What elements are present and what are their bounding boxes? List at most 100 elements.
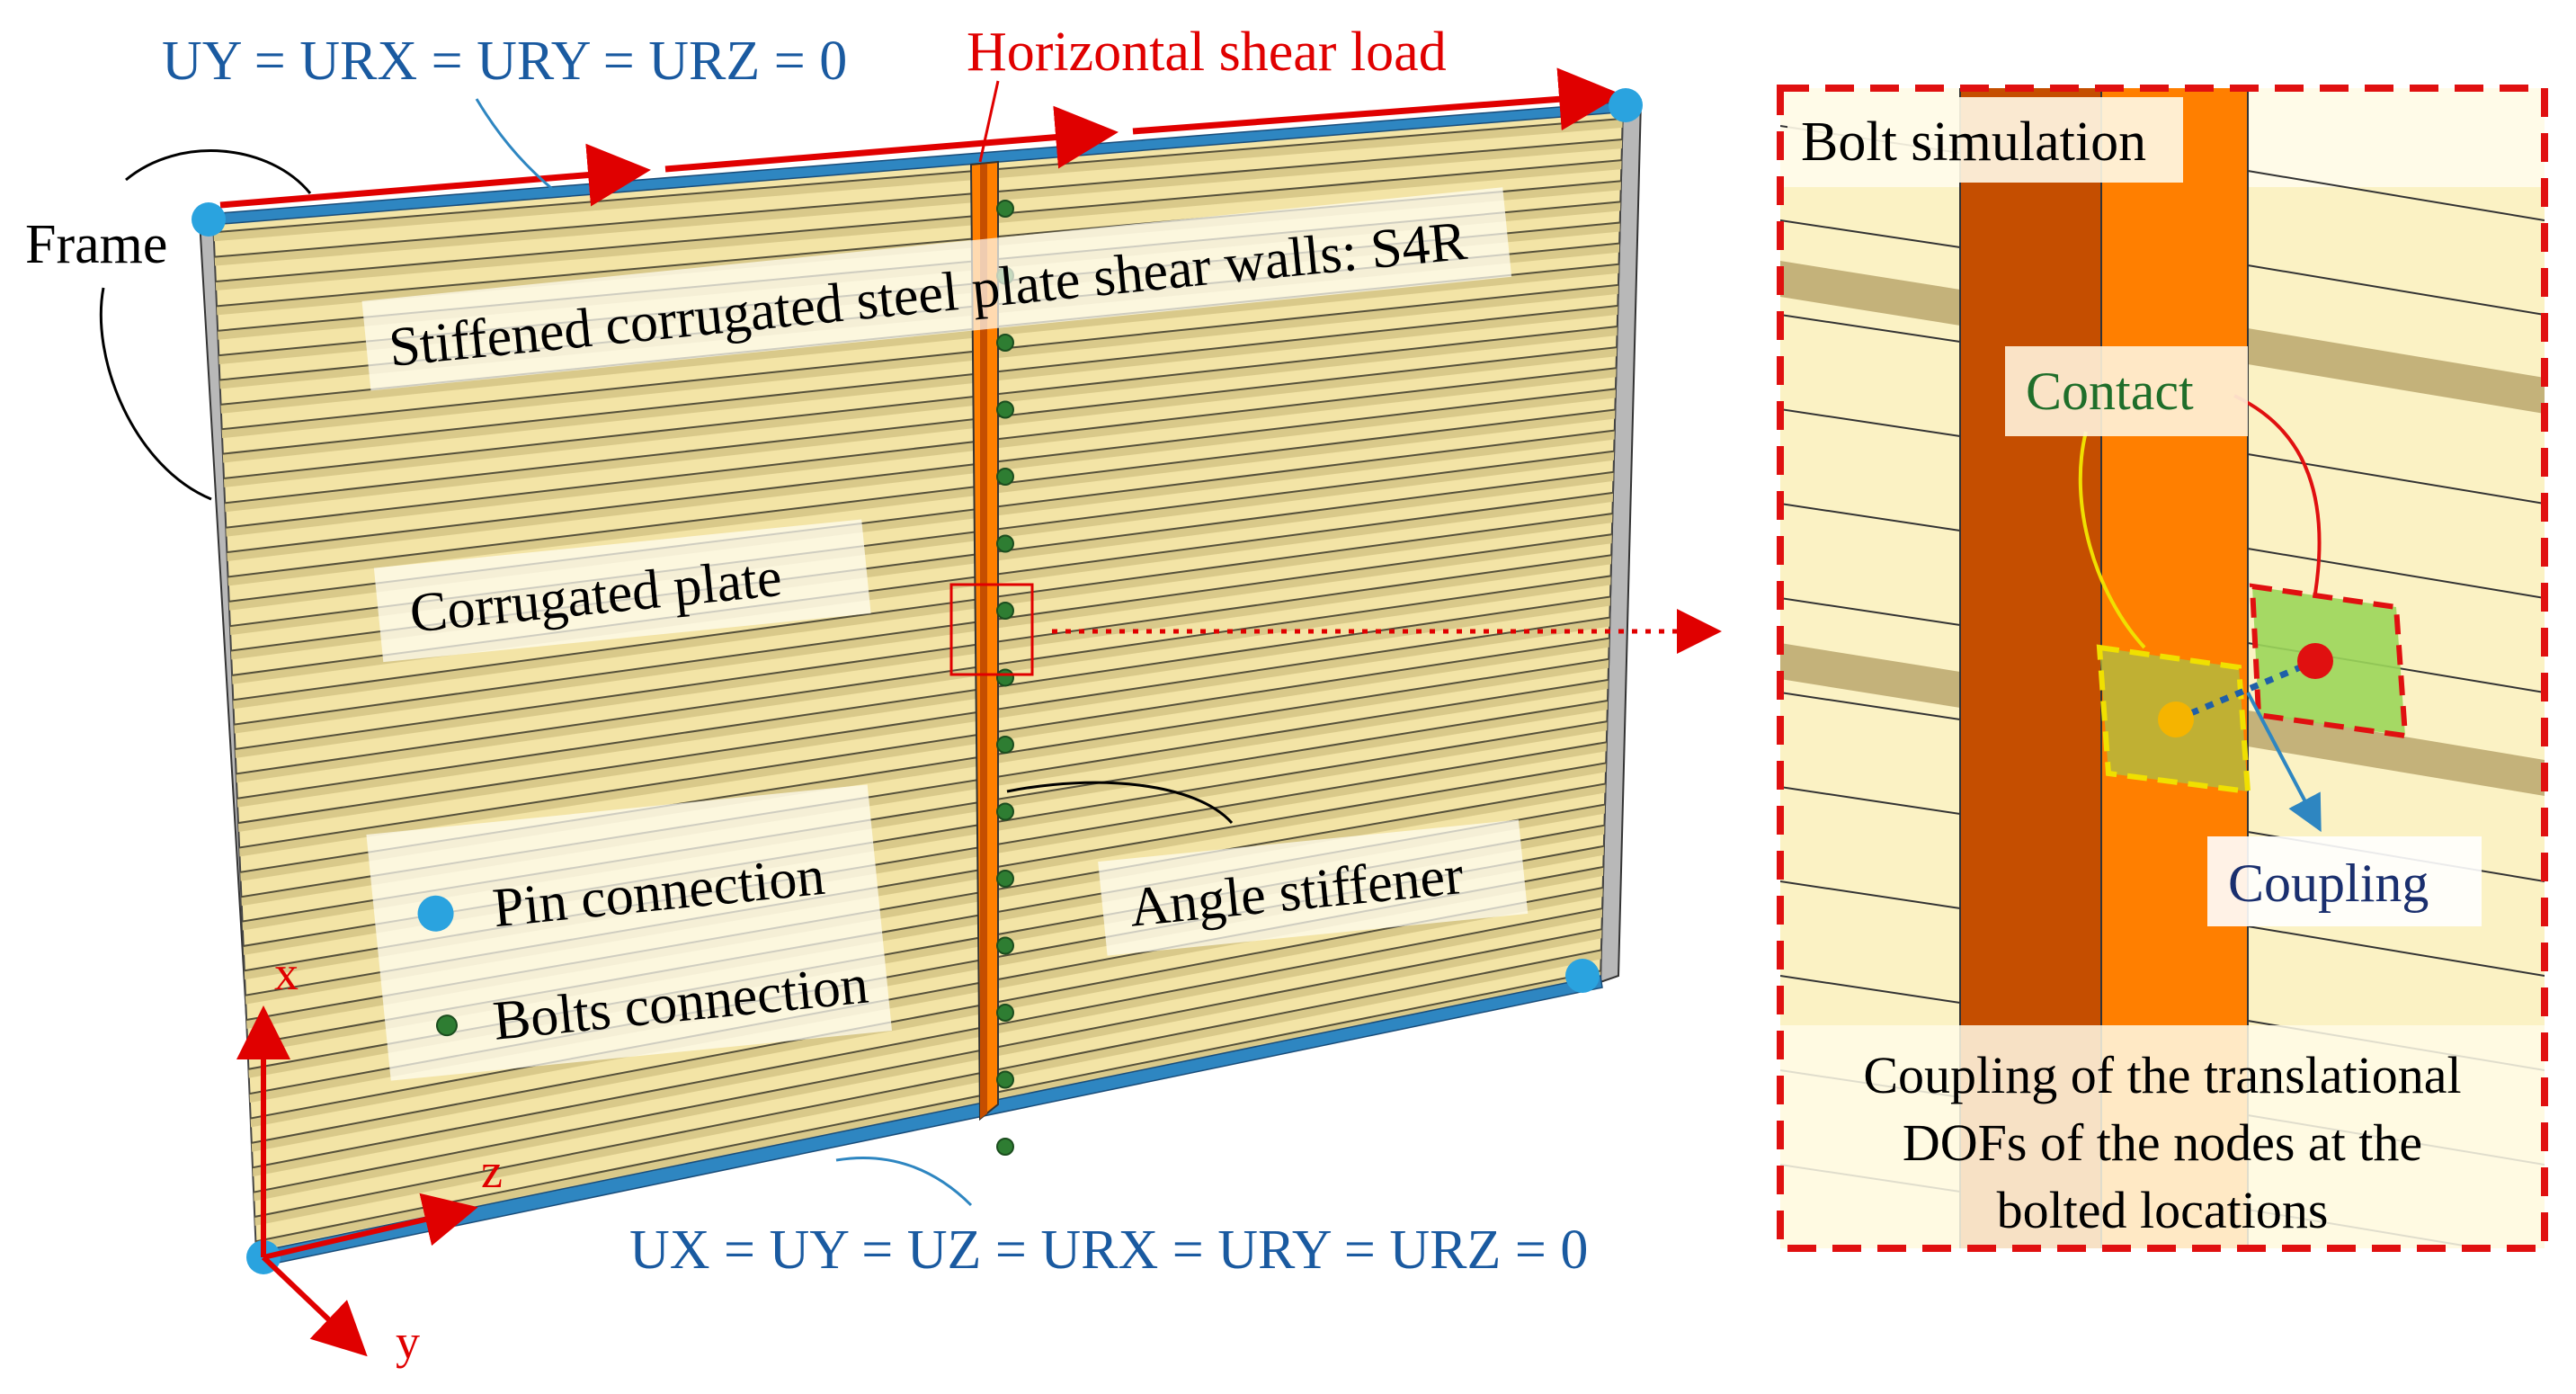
corrugation-line — [223, 407, 1620, 579]
corrugation-line — [231, 574, 1616, 776]
inset-line-left — [1780, 975, 1961, 1004]
coupling-label: Coupling — [2228, 853, 2429, 913]
corrugation-shade — [222, 388, 1620, 562]
axis-y-label: y — [396, 1315, 420, 1369]
corrugation-shade — [221, 367, 1621, 538]
corrugation-line — [232, 594, 1616, 800]
corrugation-shade — [213, 159, 1623, 291]
corrugation-line — [222, 387, 1621, 554]
inset-line-left — [1780, 314, 1961, 343]
corrugation-shade — [228, 513, 1618, 710]
corrugation-shade — [220, 346, 1622, 513]
bottom-boundary-condition: UX = UY = UZ = URX = URY = URZ = 0 — [629, 1220, 1588, 1281]
corrugation-line — [246, 886, 1608, 1145]
corrugation-line — [213, 138, 1623, 259]
corrugation-line — [230, 553, 1617, 751]
shear-load-label: Horizontal shear load — [967, 22, 1447, 83]
inset-caption-line1: Coupling of the translational — [1863, 1046, 2461, 1104]
corrugation-line — [233, 615, 1615, 825]
bolt — [996, 1004, 1014, 1022]
corrugation-shade — [235, 637, 1614, 858]
corrugation-line — [218, 304, 1623, 456]
pin-bottom-right — [1565, 959, 1600, 993]
bolt — [996, 1070, 1014, 1089]
corrugation-shade — [219, 326, 1622, 488]
bolt — [996, 400, 1014, 419]
corrugation-shade — [213, 118, 1623, 242]
shear-load-arrows — [219, 67, 1622, 209]
axis-z-label: z — [481, 1144, 503, 1198]
corrugation-line — [213, 158, 1623, 283]
inset-line-right — [2247, 453, 2545, 505]
corrugated-plate-label-bg — [373, 519, 871, 663]
inset-frame — [1777, 85, 2548, 1252]
bolt — [996, 802, 1014, 821]
corrugation-shade — [248, 907, 1608, 1178]
corrugation-line — [234, 636, 1614, 850]
inset-line-left — [1780, 503, 1961, 532]
inset-line-left — [1780, 408, 1961, 437]
corrugation-line — [218, 325, 1622, 480]
corrugation-shade — [216, 264, 1623, 415]
corrugation-shade — [230, 554, 1617, 759]
corrugation-shade — [213, 139, 1623, 267]
inset-line-left — [1780, 692, 1961, 720]
inset-caption-line2: DOFs of the nodes at the — [1903, 1113, 2422, 1172]
angle-stiffener-edge — [980, 164, 987, 1119]
corrugation-shade — [217, 284, 1623, 439]
axis-x-label: x — [274, 946, 299, 1000]
legend-bolt-symbol — [435, 1014, 458, 1037]
zoom-box — [949, 583, 1034, 676]
bolt — [996, 334, 1014, 352]
bolt — [996, 200, 1014, 218]
corrugation-line — [247, 907, 1608, 1170]
corrugation-shade — [218, 305, 1623, 464]
corrugation-line — [220, 345, 1622, 505]
bolt — [996, 936, 1014, 955]
inset-title: Bolt simulation — [1801, 112, 2146, 173]
legend-bg — [366, 784, 892, 1081]
corrugation-shade — [223, 408, 1620, 587]
bolt-simulation-inset: Bolt simulation Contact Coupling Couplin… — [1777, 85, 2548, 1252]
corrugation-line — [213, 117, 1623, 234]
bolt — [996, 534, 1014, 553]
corrugation-shade — [232, 595, 1616, 809]
corrugation-shade — [250, 949, 1606, 1227]
bolt-row — [996, 200, 1014, 1156]
inset-line-left — [1780, 219, 1961, 248]
bolt — [996, 1138, 1014, 1156]
inset-line-left — [1780, 786, 1961, 815]
bolt — [996, 468, 1014, 486]
corrugation-line — [228, 512, 1618, 701]
inset-line-left — [1780, 597, 1961, 626]
inset-line-right — [2247, 264, 2545, 316]
corrugation-shade — [251, 970, 1606, 1252]
top-boundary-condition: UY = URX = URY = URZ = 0 — [162, 31, 847, 92]
leader-lines — [99, 80, 1234, 1207]
pin-top-left — [192, 202, 226, 237]
wall-type-label-bg — [361, 187, 1512, 391]
corrugation-shade — [231, 575, 1616, 784]
bolt — [996, 602, 1014, 620]
pin-corners — [192, 88, 1643, 1274]
corrugation-shade — [234, 616, 1615, 833]
inset-caption-line3: bolted locations — [1997, 1181, 2329, 1239]
corrugation-line — [250, 948, 1607, 1219]
contact-label: Contact — [2026, 362, 2194, 421]
frame-label: Frame — [25, 214, 167, 275]
inset-line-left — [1780, 880, 1961, 909]
corrugation-line — [217, 283, 1623, 431]
corrugation-line — [229, 532, 1617, 727]
pin-top-right — [1609, 88, 1643, 122]
inset-line-right — [2247, 548, 2545, 599]
inset-line-right — [2247, 925, 2545, 977]
coordinate-axes: x z y — [236, 946, 503, 1369]
angle-stiffener-label-bg — [1098, 819, 1529, 956]
inset-line-right — [2247, 170, 2545, 221]
legend-pin-symbol — [417, 895, 454, 932]
plate-node — [2297, 643, 2333, 679]
bolt — [996, 668, 1014, 687]
corrugation-shade — [249, 928, 1607, 1202]
corrugation-shade — [246, 887, 1608, 1153]
